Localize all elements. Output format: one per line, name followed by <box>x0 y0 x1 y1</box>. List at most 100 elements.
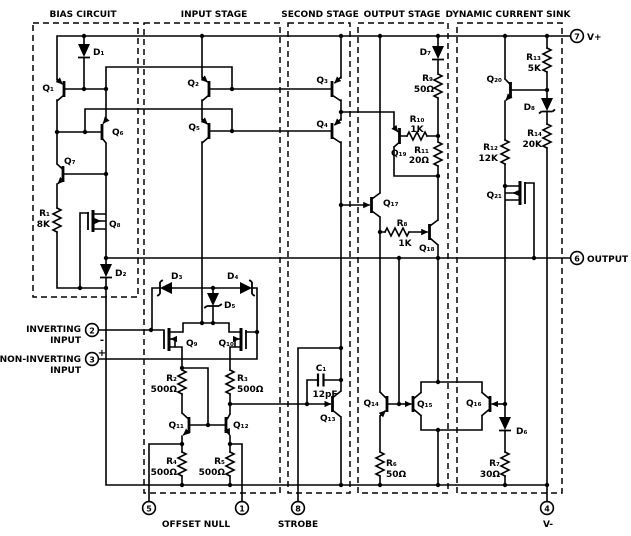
resistor-r8-name: R₈ <box>397 219 408 229</box>
transistor-q20-label: Q₂₀ <box>486 75 502 85</box>
diode-d3-symbol <box>160 282 172 294</box>
input-stage-title: INPUT STAGE <box>181 10 247 20</box>
diode-d6-label: D₆ <box>516 427 527 437</box>
pin7-number: 7 <box>574 33 580 42</box>
transistor-q7-label: Q₇ <box>64 157 76 167</box>
resistor-r1-value: 8K <box>37 220 51 230</box>
diode-d5-label: D₅ <box>224 301 235 311</box>
inverting-sign: - <box>100 335 104 346</box>
resistor-r2-symbol <box>176 368 188 396</box>
second-stage-title: SECOND STAGE <box>281 10 358 20</box>
resistor-labels: R₁ 8K R₂ 500Ω R₃ 500Ω R₄ 500Ω R₅ 500Ω R₆… <box>37 53 543 480</box>
diode-d6-symbol <box>499 417 511 430</box>
diode-capacitor-labels: D₁ D₂ D₃ D₄ D₅ D₆ D₇ D₈ C₁ 12pF <box>93 48 535 437</box>
resistor-r13-value: 5K <box>528 64 542 74</box>
noninverting-sign: + <box>98 348 106 359</box>
resistor-r10-name: R₁₀ <box>410 115 425 125</box>
resistor-r12-symbol <box>499 138 511 166</box>
resistor-r14-symbol <box>541 122 553 150</box>
diode-symbols <box>78 44 553 430</box>
resistor-r7-value: 30Ω <box>480 470 501 480</box>
resistor-r9-symbol <box>432 72 444 100</box>
resistor-r13-symbol <box>541 46 553 74</box>
resistor-r7-name: R₇ <box>489 459 500 469</box>
junction-dots <box>54 33 550 488</box>
pin4-number: 4 <box>544 505 550 514</box>
diode-d4-label: D₄ <box>227 272 238 282</box>
resistor-r8-symbol <box>383 226 411 238</box>
transistor-q11-label: Q₁₁ <box>168 421 184 431</box>
terminal-pin2-inverting-input: 2 INVERTING INPUT - <box>26 322 104 346</box>
terminal-pin5-offset-null: 5 <box>141 500 157 516</box>
resistor-r6-symbol <box>374 450 386 478</box>
transistor-q4-label: Q₄ <box>316 120 328 130</box>
output-stage-title: OUTPUT STAGE <box>364 10 441 20</box>
dynamic-current-sink-title: DYNAMIC CURRENT SINK <box>446 10 572 20</box>
transistor-q9-label: Q₉ <box>186 339 198 349</box>
resistor-r14-value: 20K <box>523 140 544 150</box>
diode-d2-symbol <box>100 264 112 277</box>
resistor-r2-value: 500Ω <box>151 385 178 395</box>
mosfet-gate-bars <box>87 182 526 349</box>
second-stage-box <box>287 22 351 494</box>
transistor-q19-label: Q₁₉ <box>391 149 407 159</box>
diode-d7-symbol <box>432 46 444 59</box>
resistor-r5-value: 500Ω <box>199 468 226 478</box>
resistor-r10-value: 1K <box>410 125 424 135</box>
transistor-q13-label: Q₁₃ <box>320 414 336 424</box>
transistor-q1-label: Q₁ <box>42 84 54 94</box>
transistor-q12-label: Q₁₂ <box>233 421 249 431</box>
terminal-pin8-strobe: 8 STROBE <box>278 500 318 530</box>
transistor-bars <box>61 81 512 433</box>
resistor-r8-value: 1K <box>398 239 412 249</box>
pin8-number: 8 <box>295 505 301 514</box>
resistor-r4-symbol <box>176 450 188 478</box>
terminal-pin3-noninverting-input: 3 NON-INVERTING INPUT + <box>0 348 106 376</box>
resistor-r5-name: R₅ <box>214 457 225 467</box>
transistor-q15-label: Q₁₅ <box>417 400 433 410</box>
terminal-pin7-vplus: 7 V+ <box>569 28 602 44</box>
vplus-label: V+ <box>587 33 602 43</box>
resistor-r9-value: 50Ω <box>414 85 435 95</box>
diode-cathode-bars <box>78 56 556 432</box>
terminal-pin4-vminus: 4 V- <box>539 500 555 530</box>
resistor-r1-symbol <box>51 206 63 234</box>
strobe-label: STROBE <box>278 520 318 530</box>
terminals: 7 V+ 6 OUTPUT 4 V- 8 STROBE 5 1 OFFSET N… <box>0 28 629 530</box>
noninverting-label-line2: INPUT <box>50 366 82 376</box>
transistor-q2-label: Q₂ <box>187 79 199 89</box>
transistor-q18-label: Q₁₈ <box>419 244 435 254</box>
transistor-q14-label: Q₁₄ <box>363 399 379 409</box>
diode-d8-symbol <box>541 98 553 111</box>
noninverting-label-line1: NON-INVERTING <box>0 355 81 365</box>
inverting-label-line1: INVERTING <box>26 325 81 335</box>
transistor-q8-label: Q₈ <box>109 220 121 230</box>
resistor-r10-symbol <box>405 130 429 142</box>
capacitor-c1-value: 12pF <box>312 390 337 400</box>
resistor-r2-name: R₂ <box>166 374 177 384</box>
resistor-r13-name: R₁₃ <box>526 53 541 63</box>
output-label: OUTPUT <box>587 255 629 265</box>
transistor-q6-label: Q₆ <box>112 128 124 138</box>
resistor-r6-value: 50Ω <box>386 470 407 480</box>
resistor-r3-value: 500Ω <box>237 385 264 395</box>
resistor-r3-name: R₃ <box>237 374 248 384</box>
transistor-q5-label: Q₅ <box>188 123 200 133</box>
pin2-number: 2 <box>89 327 95 336</box>
diode-d2-label: D₂ <box>115 269 126 279</box>
transistor-labels: Q₁ Q₂ Q₃ Q₄ Q₅ Q₆ Q₇ Q₈ Q₉ Q₁₀ Q₁₁ Q₁₂ Q… <box>42 75 502 431</box>
diode-d1-label: D₁ <box>93 48 104 58</box>
resistor-r9-name: R₉ <box>422 74 433 84</box>
resistor-r4-value: 500Ω <box>151 468 178 478</box>
diode-d7-label: D₇ <box>420 48 431 58</box>
pin5-number: 5 <box>146 505 152 514</box>
transistor-q16-label: Q₁₆ <box>466 399 482 409</box>
resistor-r4-name: R₄ <box>166 457 177 467</box>
transistor-q17-label: Q₁₇ <box>383 199 399 209</box>
diode-d3-label: D₃ <box>171 272 182 282</box>
resistor-r7-symbol <box>499 450 511 478</box>
offset-null-label: OFFSET NULL <box>162 520 230 530</box>
resistor-r3-symbol <box>224 368 236 396</box>
resistor-r11-symbol <box>432 140 444 168</box>
